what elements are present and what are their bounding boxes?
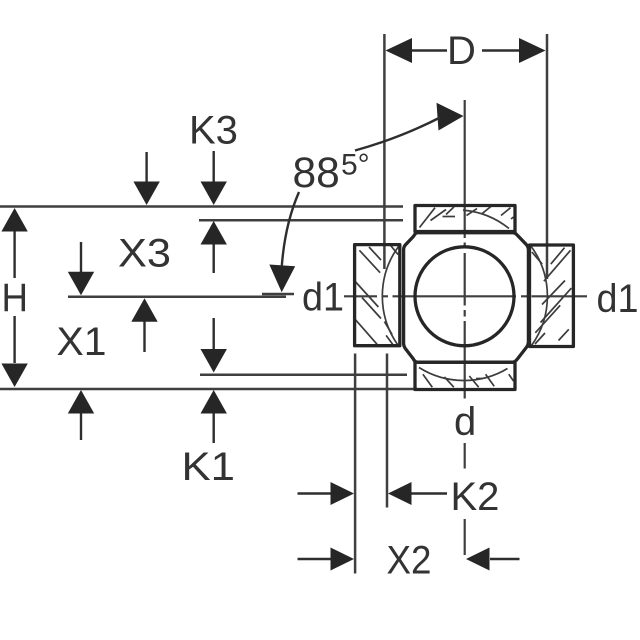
svg-text:5°: 5° <box>341 149 370 182</box>
svg-text:K3: K3 <box>189 109 238 153</box>
svg-text:d1: d1 <box>302 276 344 320</box>
svg-text:d: d <box>454 400 476 444</box>
svg-text:K1: K1 <box>182 445 236 489</box>
svg-text:X1: X1 <box>57 320 107 364</box>
svg-text:H: H <box>2 276 29 320</box>
svg-text:X2: X2 <box>387 539 432 583</box>
svg-text:d1: d1 <box>597 277 639 321</box>
svg-text:D: D <box>447 29 476 73</box>
svg-text:K2: K2 <box>451 475 500 519</box>
svg-text:88: 88 <box>293 150 340 197</box>
svg-text:X3: X3 <box>118 232 171 276</box>
